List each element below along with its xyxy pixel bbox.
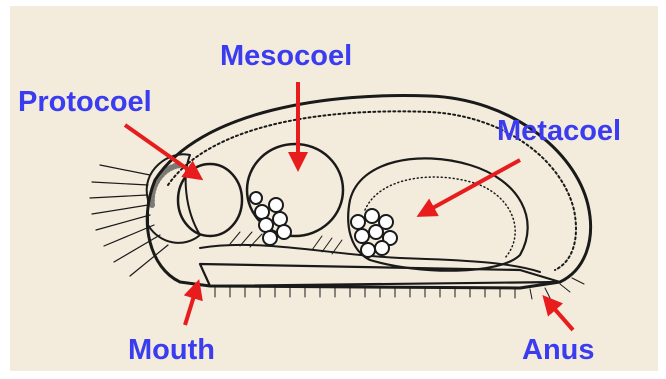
label-anus: Anus — [522, 336, 595, 365]
label-metacoel: Metacoel — [497, 117, 621, 146]
label-mouth: Mouth — [128, 336, 215, 365]
label-protocoel: Protocoel — [18, 88, 152, 117]
arrow-metacoel — [420, 160, 520, 215]
ventral-sole — [200, 264, 560, 286]
label-mesocoel: Mesocoel — [220, 42, 352, 71]
arrow-anus — [545, 298, 573, 330]
arrow-mouth — [185, 283, 198, 325]
